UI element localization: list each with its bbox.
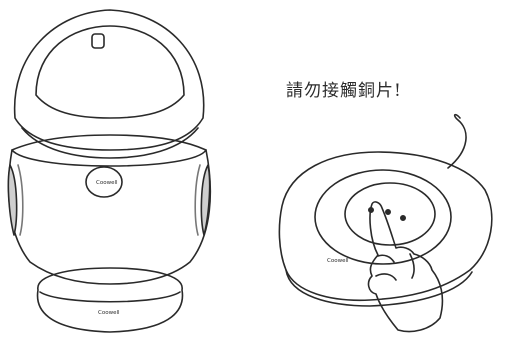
front-badge [85,166,123,198]
contact-dot-3 [399,215,406,222]
front-badge-logo: Coowell [96,180,118,186]
body-outline [7,149,212,285]
lid-inner [35,25,185,119]
contact-dot-2 [384,209,391,216]
lid-outer [13,9,205,151]
lid-handle [91,33,105,49]
warning-text: 請勿接觸銅片! [286,81,402,101]
base-logo: Coowell [98,310,120,316]
pad-outline [278,151,493,302]
pad-cable [447,113,467,169]
device-base [36,267,184,333]
pad-outer-ring [314,169,452,265]
left-grip [7,164,18,236]
pad-logo: Coowell [327,258,349,264]
right-grip [200,164,211,236]
hand-icon [367,201,444,333]
pad-inner-ring [344,182,436,246]
